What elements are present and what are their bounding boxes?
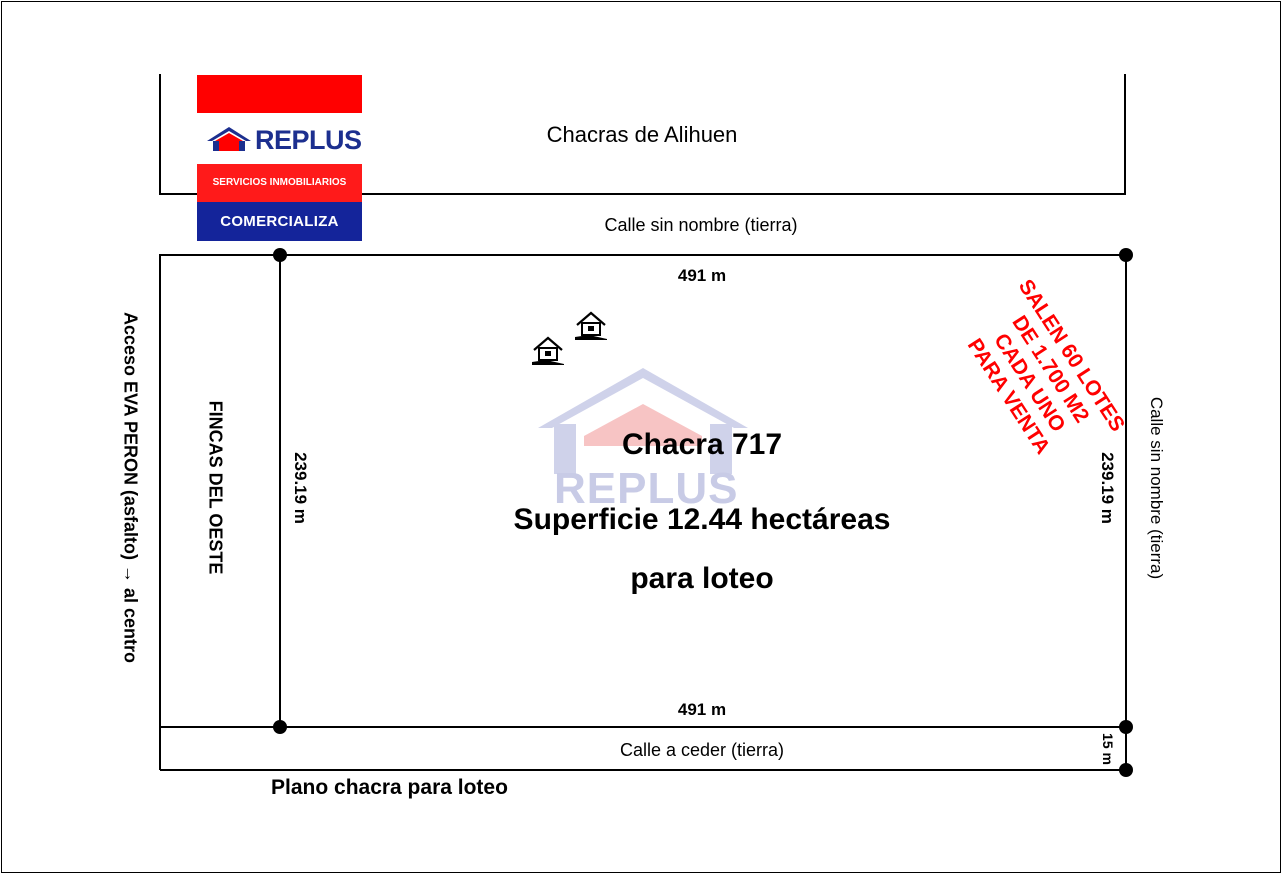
lot-purpose: para loteo: [630, 562, 774, 595]
south-street-label: Calle a ceder (tierra): [619, 740, 785, 760]
west-access-label: Acceso EVA PERON (asfalto) → al centro: [120, 311, 141, 664]
north-neighbor-label: Chacras de Alihuen: [546, 122, 738, 147]
north-street-label: Calle sin nombre (tierra): [604, 215, 798, 235]
logo-house-icon: [207, 127, 251, 151]
street-width-dimension: 15 m: [1100, 733, 1116, 765]
west-neighbor-label: FINCAS DEL OESTE: [205, 400, 226, 575]
lot-area: Superficie 12.44 hectáreas: [513, 503, 891, 536]
logo-services: SERVICIOS INMOBILIARIOS: [197, 164, 362, 202]
north-neighbor-outline: [159, 74, 1126, 195]
plan-caption: Plano chacra para loteo: [271, 776, 508, 799]
lot-name: Chacra 717: [621, 428, 783, 461]
bottom-dimension: 491 m: [677, 700, 727, 719]
replus-logo: REPLUS SERVICIOS INMOBILIARIOS COMERCIAL…: [197, 75, 362, 241]
logo-red-band: [197, 75, 362, 113]
house-icon: [532, 336, 564, 365]
logo-tagline: COMERCIALIZA: [197, 202, 362, 241]
top-dimension: 491 m: [677, 266, 727, 285]
corner-dot: [1119, 720, 1133, 734]
corner-dot: [273, 248, 287, 262]
lot-outline: [159, 254, 1127, 728]
watermark-house-icon: [538, 368, 748, 474]
corner-dot: [1119, 248, 1133, 262]
house-icon: [575, 311, 607, 340]
corner-dot: [1119, 763, 1133, 777]
left-dimension: 239.19 m: [291, 452, 310, 524]
logo-brand: REPLUS: [255, 125, 362, 155]
corner-dot: [273, 720, 287, 734]
replus-watermark: REPLUS: [536, 366, 750, 516]
east-street-label: Calle sin nombre (tierra): [1147, 396, 1166, 580]
watermark-text: REPLUS: [554, 464, 739, 513]
